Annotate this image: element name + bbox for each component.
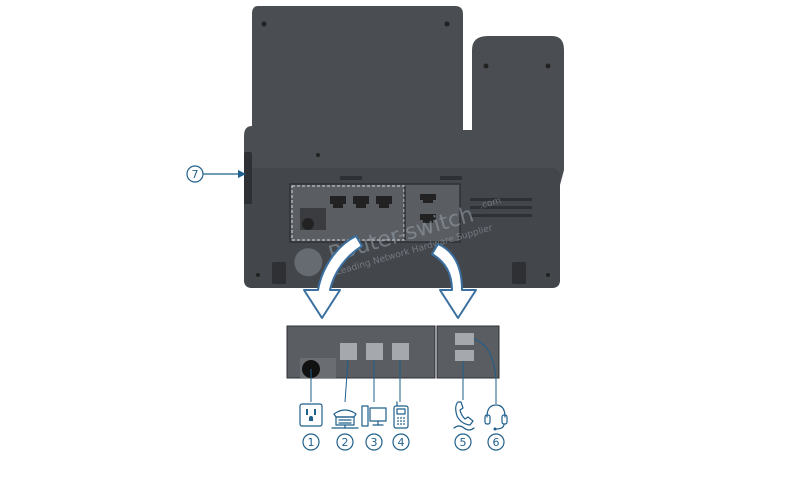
mobile-phone-icon — [393, 401, 409, 429]
leader-lines — [310, 338, 497, 404]
enlarged-port-2 — [340, 343, 357, 360]
screw-hole — [256, 273, 260, 277]
enlarged-port-panel — [286, 325, 500, 379]
callout-1: 1 — [302, 433, 320, 451]
callout-5-label: 5 — [460, 436, 467, 449]
callout-7: 7 — [186, 165, 246, 183]
computer-icon — [361, 405, 387, 427]
callout-3-label: 3 — [371, 436, 378, 449]
cable-guides — [470, 198, 532, 217]
phone-foot — [272, 262, 286, 284]
screw-hole — [261, 21, 267, 27]
callout-7-arrowhead — [238, 170, 246, 178]
enlarged-port-4 — [392, 343, 409, 360]
rj-ports-left — [330, 196, 392, 208]
callout-6-label: 6 — [493, 436, 500, 449]
desk-phone-network-icon — [331, 409, 359, 429]
screw-hole — [545, 63, 551, 69]
handset-icon — [453, 401, 475, 431]
callout-3: 3 — [365, 433, 383, 451]
callout-4: 4 — [392, 433, 410, 451]
enlarged-port-3 — [366, 343, 383, 360]
rj-ports-right — [420, 194, 436, 223]
enlarged-port-5 — [455, 350, 474, 361]
callout-1-label: 1 — [308, 436, 315, 449]
screw-hole — [444, 21, 450, 27]
headset-icon — [484, 404, 508, 431]
vent — [340, 176, 362, 180]
phone-foot — [512, 262, 526, 284]
phone-port-cutout — [289, 183, 461, 243]
power-jack — [302, 218, 314, 230]
callout-2: 2 — [336, 433, 354, 451]
zoom-arrow-left — [303, 235, 363, 319]
port-recess — [289, 183, 461, 243]
callout-6: 6 — [487, 433, 505, 451]
zoom-arrow-right — [431, 243, 477, 319]
enlarged-port-6 — [455, 333, 474, 345]
vent — [440, 176, 462, 180]
screw-hole — [483, 63, 489, 69]
callout-5: 5 — [454, 433, 472, 451]
watermark-logo-icon — [294, 248, 323, 277]
callout-7-label: 7 — [192, 168, 199, 181]
screw-hole — [546, 273, 550, 277]
callout-2-label: 2 — [342, 436, 349, 449]
callout-4-label: 4 — [398, 436, 405, 449]
screw-hole — [316, 153, 320, 157]
side-usb-slot — [244, 152, 252, 204]
power-outlet-icon — [299, 403, 323, 427]
